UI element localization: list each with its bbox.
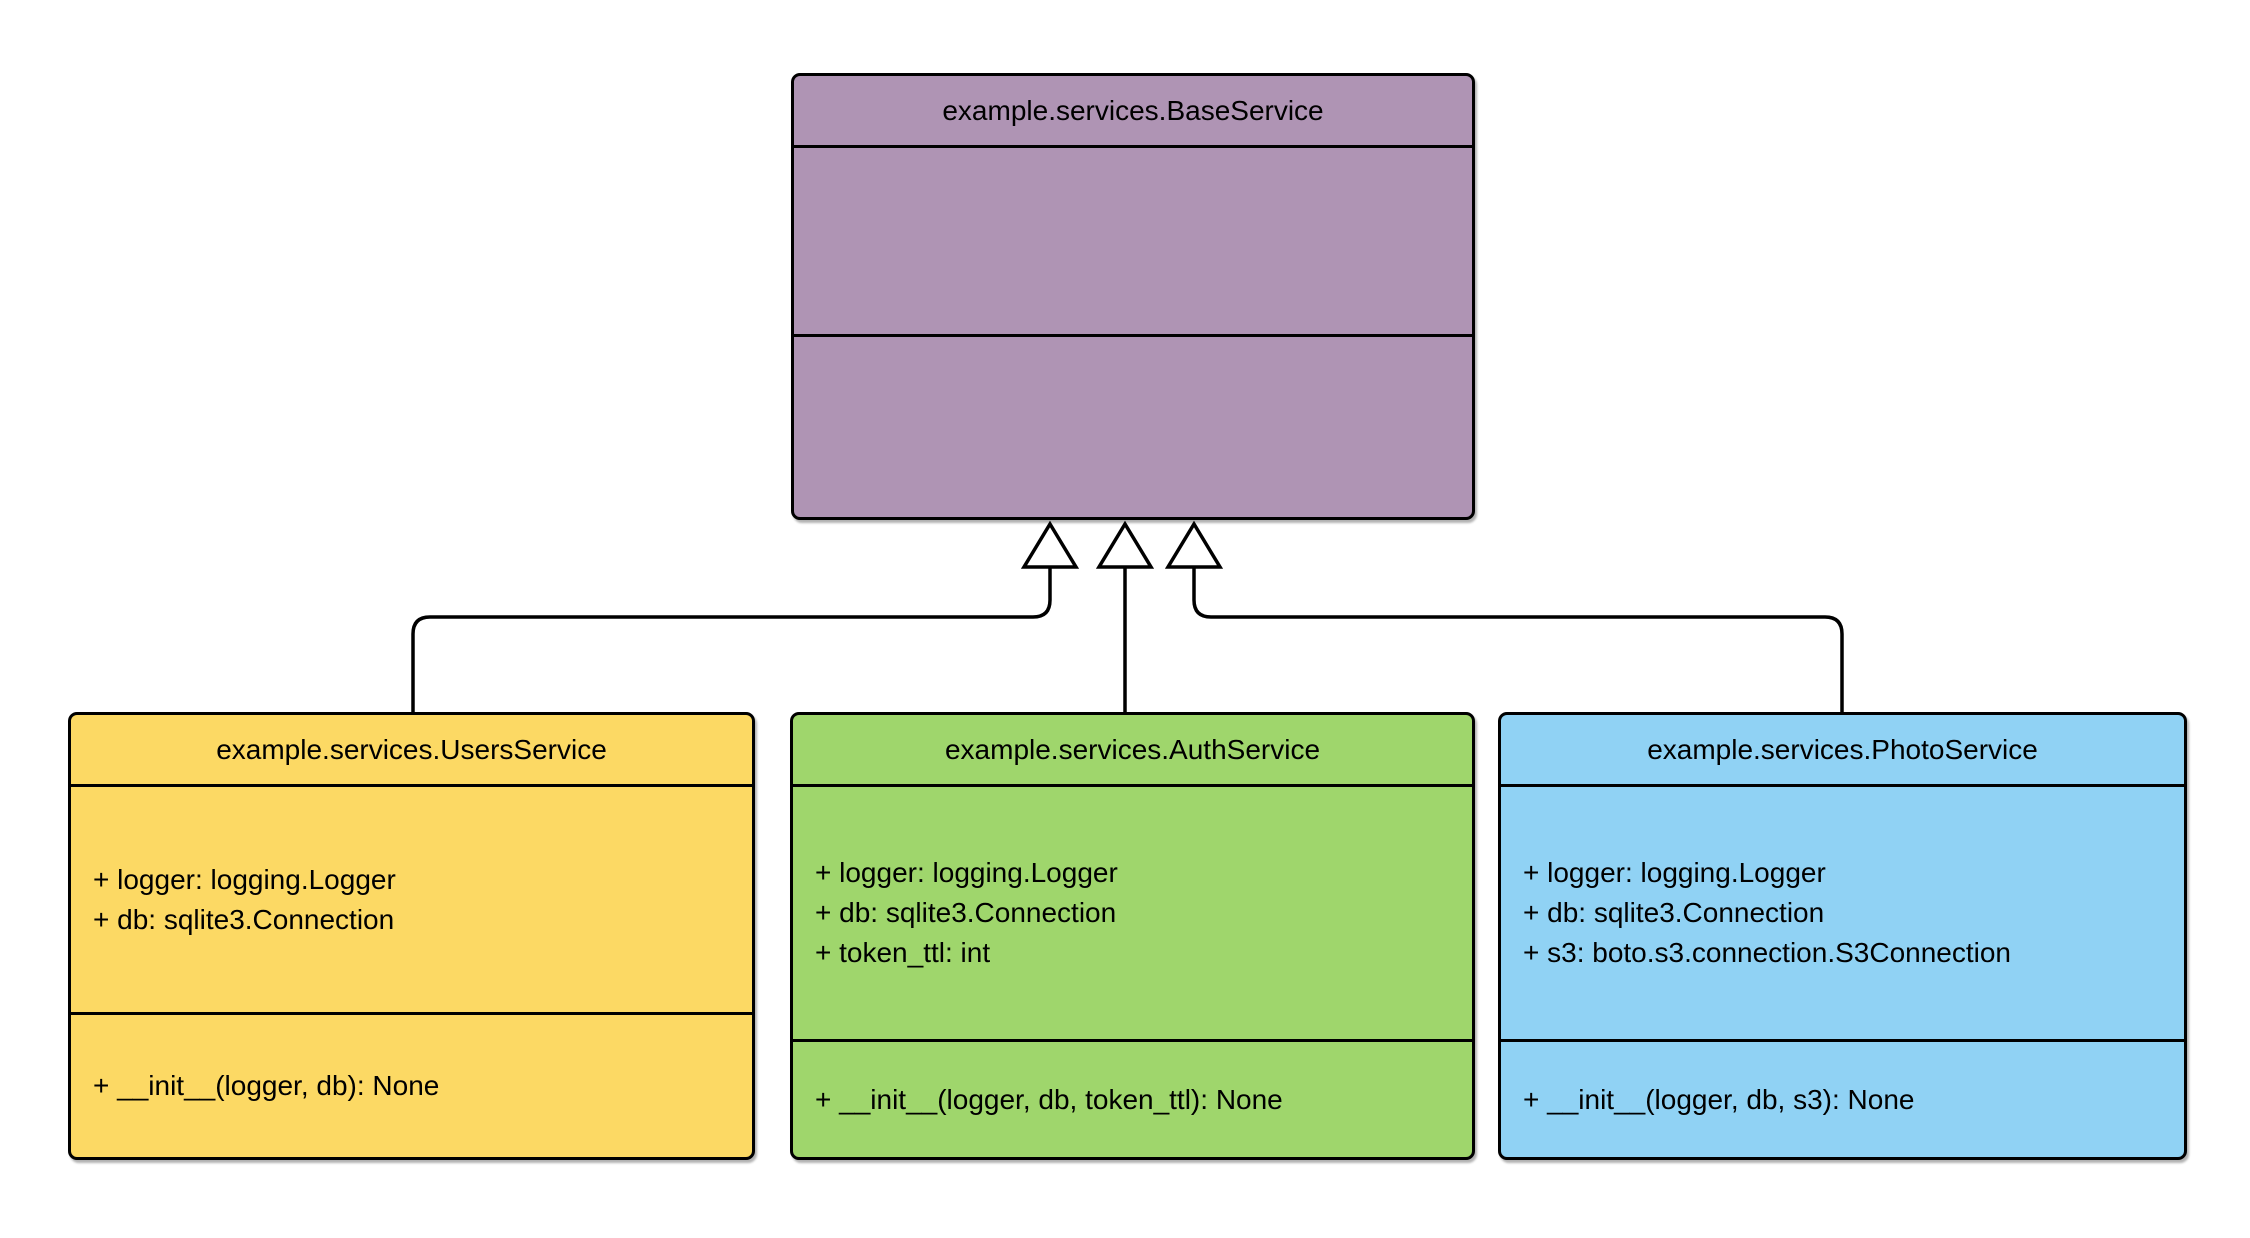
class-title: example.services.BaseService <box>942 94 1324 126</box>
attribute-line: + logger: logging.Logger <box>1523 857 1826 888</box>
class-attributes-section <box>794 145 1472 334</box>
attribute-line: + db: sqlite3.Connection <box>815 897 1117 928</box>
method-line: + __init__(logger, db): None <box>93 1070 440 1101</box>
class-attributes-section: + logger: logging.Logger + db: sqlite3.C… <box>1501 784 2184 1039</box>
attribute-line: + s3: boto.s3.connection.S3Connection <box>1523 937 2012 968</box>
inheritance-triangle-icon <box>1095 520 1155 569</box>
method-line: + __init__(logger, db, s3): None <box>1523 1083 1915 1115</box>
inheritance-triangle-icon <box>1164 520 1224 569</box>
class-box-baseservice: example.services.BaseService <box>791 73 1475 520</box>
attribute-line: + db: sqlite3.Connection <box>1523 897 1825 928</box>
class-title: example.services.UsersService <box>216 733 607 765</box>
attribute-line: + db: sqlite3.Connection <box>93 903 395 935</box>
class-box-authservice: example.services.AuthService + logger: l… <box>790 712 1475 1160</box>
class-title: example.services.PhotoService <box>1647 733 2038 765</box>
attribute-line: + logger: logging.Logger <box>93 863 396 895</box>
inheritance-triangle-icon <box>1020 520 1080 569</box>
class-box-usersservice: example.services.UsersService + logger: … <box>68 712 755 1160</box>
class-methods-section: + __init__(logger, db): None <box>71 1012 752 1157</box>
attribute-line: + logger: logging.Logger <box>815 857 1118 888</box>
class-methods-section <box>794 334 1472 517</box>
class-attributes-section: + logger: logging.Logger + db: sqlite3.C… <box>71 784 752 1012</box>
method-line: + __init__(logger, db, token_ttl): None <box>815 1083 1283 1115</box>
inheritance-connector-usersservice <box>411 565 1052 714</box>
attribute-line: + token_ttl: int <box>815 937 991 968</box>
class-title: example.services.AuthService <box>944 733 1321 765</box>
class-attributes-section: + logger: logging.Logger + db: sqlite3.C… <box>793 784 1472 1039</box>
class-methods-section: + __init__(logger, db, s3): None <box>1501 1039 2184 1157</box>
class-methods-section: + __init__(logger, db, token_ttl): None <box>793 1039 1472 1157</box>
class-box-photoservice: example.services.PhotoService + logger: … <box>1498 712 2187 1160</box>
inheritance-connector-photoservice <box>1192 565 1844 714</box>
